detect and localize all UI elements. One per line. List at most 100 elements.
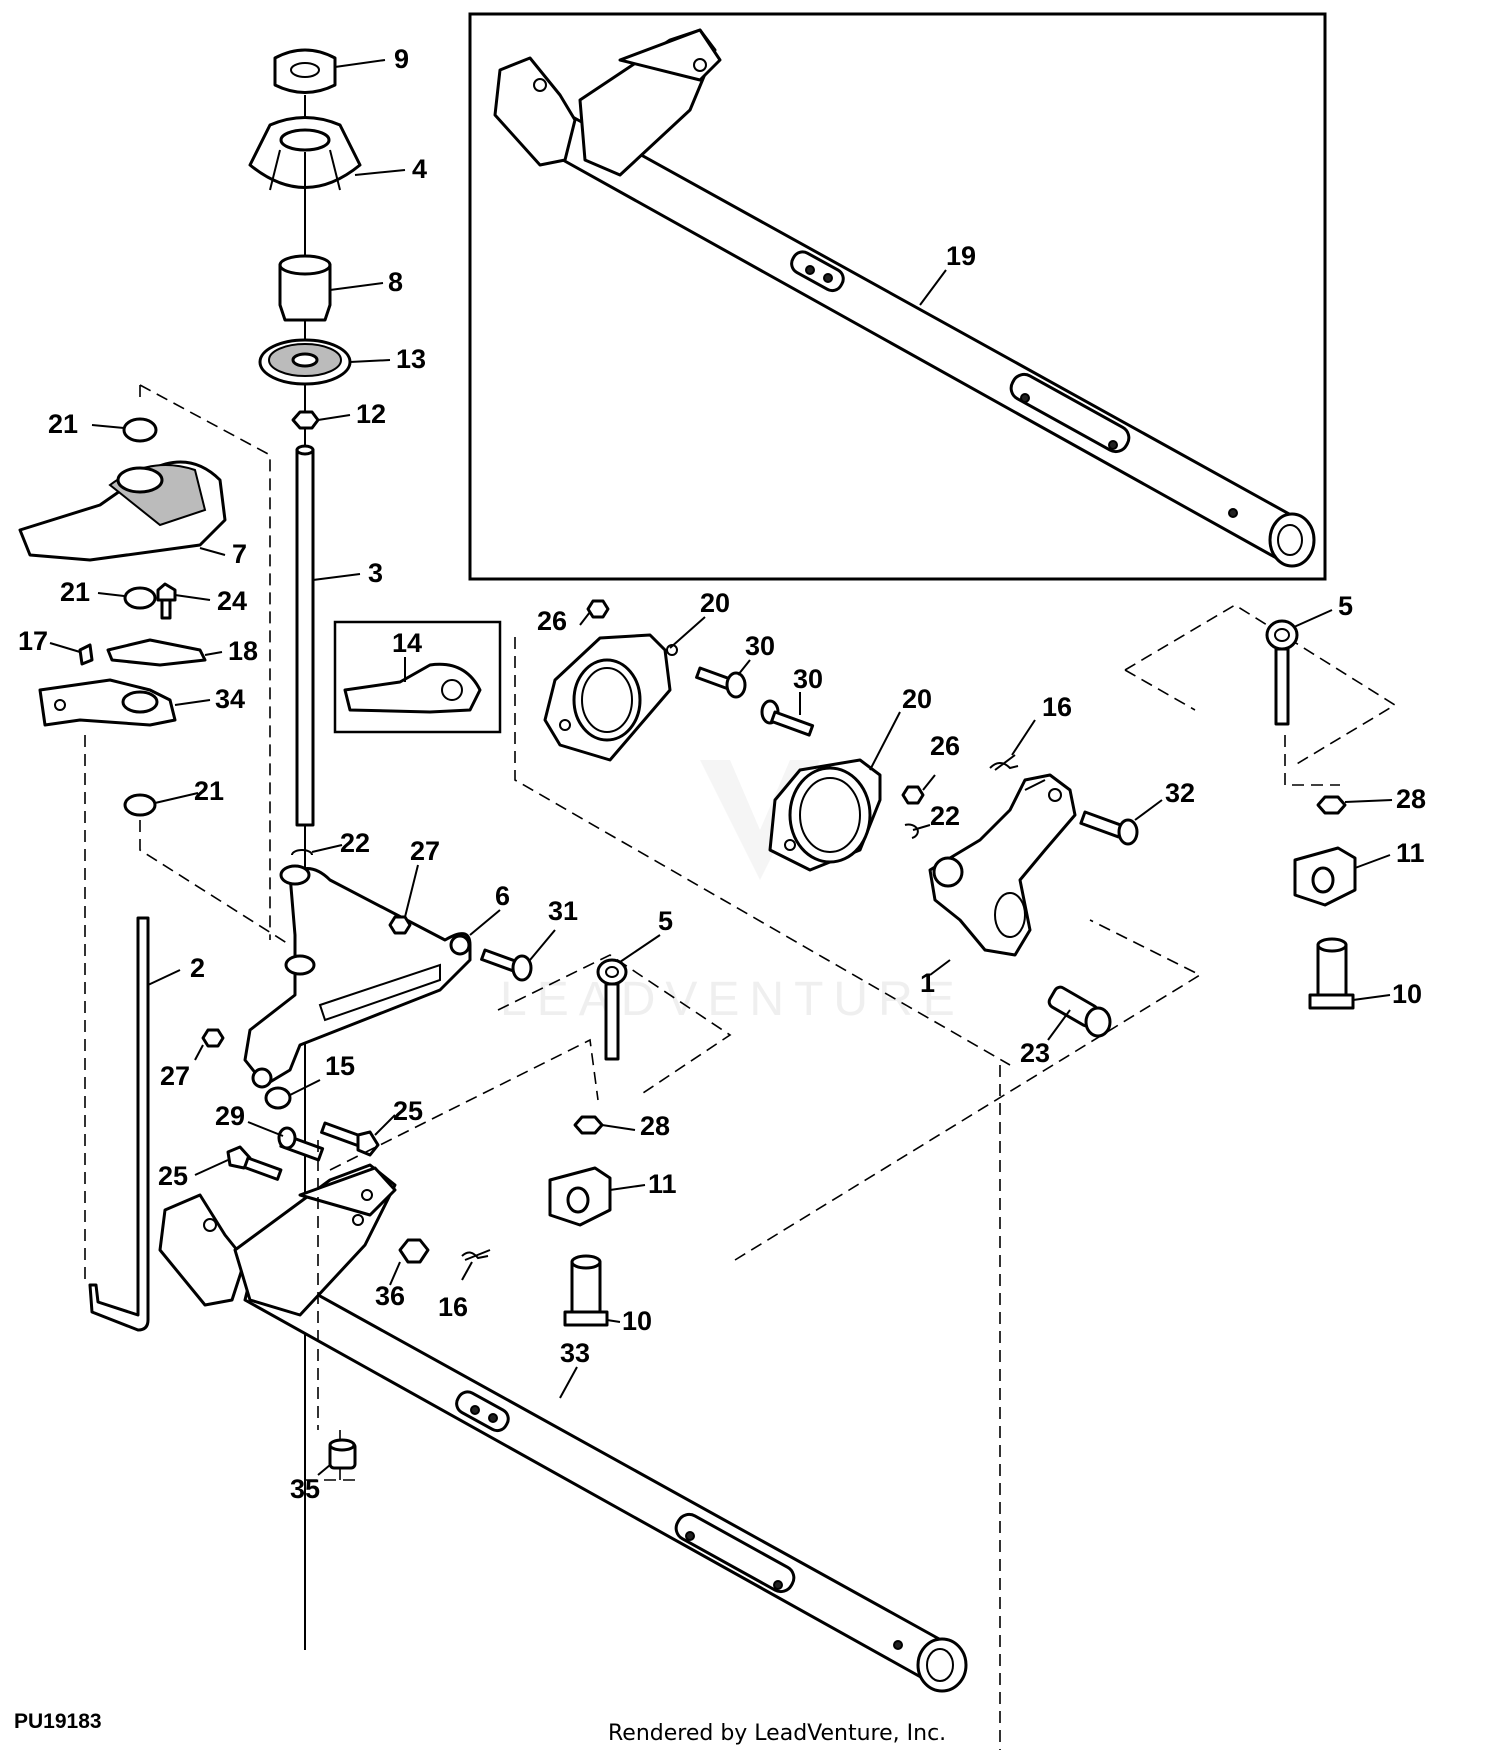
callout-11b: 11 [1396, 838, 1425, 868]
callout-4: 4 [412, 154, 427, 184]
sector-7 [18, 460, 227, 562]
callout-15: 15 [325, 1051, 355, 1081]
callout-22a: 22 [340, 828, 370, 858]
callout-1: 1 [920, 968, 935, 998]
callout-18: 18 [228, 636, 258, 666]
callout-27a: 27 [410, 836, 440, 866]
callout-19: 19 [946, 241, 976, 271]
dashed-eyebolt-frame-b [1124, 604, 1397, 786]
render-credit: Rendered by LeadVenture, Inc. [608, 1721, 946, 1746]
callout-33: 33 [560, 1338, 590, 1368]
figure-id: PU19183 [14, 1710, 102, 1733]
bushing-21b [123, 586, 157, 610]
eyebolt-5a [596, 958, 628, 1061]
callout-21c: 21 [194, 776, 224, 806]
callout-5b: 5 [1338, 591, 1353, 621]
knob-9 [273, 48, 337, 94]
nut-27b [201, 1028, 225, 1048]
nut-27a [388, 915, 412, 935]
svg-text:LEADVENTURE: LEADVENTURE [500, 973, 965, 1026]
callout-9: 9 [394, 44, 409, 74]
cap-4 [248, 116, 362, 200]
callout-32: 32 [1165, 778, 1195, 808]
nut-28b [1316, 795, 1347, 815]
callout-21a: 21 [48, 409, 78, 439]
bushing-10a [563, 1254, 609, 1327]
callout-28a: 28 [640, 1111, 670, 1141]
cotter-16b [989, 754, 1019, 771]
washer-15 [264, 1086, 292, 1110]
callout-5a: 5 [658, 906, 673, 936]
callout-26b: 26 [930, 731, 960, 761]
callout-10b: 10 [1392, 979, 1422, 1009]
rockshaft-33 [158, 1163, 968, 1693]
callout-27b: 27 [160, 1061, 190, 1091]
callout-25b: 25 [158, 1161, 188, 1191]
callout-34: 34 [215, 684, 245, 714]
hub-20b [768, 758, 882, 872]
bolt-29 [277, 1126, 325, 1162]
callout-10a: 10 [622, 1306, 652, 1336]
callout-13: 13 [396, 344, 426, 374]
nut-12 [291, 410, 320, 430]
dashed-right-frame [514, 637, 1202, 1750]
bolt-30b [760, 699, 815, 737]
leadventure-watermark: LEADVENTURE [500, 760, 965, 1026]
bolt-25b [226, 1145, 283, 1181]
nut-28a [573, 1115, 604, 1135]
callout-2: 2 [190, 953, 205, 983]
pin-23 [1047, 985, 1112, 1038]
callout-20b: 20 [902, 684, 932, 714]
callout-26a: 26 [537, 606, 567, 636]
lever-34 [38, 678, 177, 727]
arm-1 [928, 773, 1077, 957]
callout-28b: 28 [1396, 784, 1426, 814]
bolt-24 [156, 582, 177, 620]
coupler-8 [278, 254, 332, 322]
callout-11a: 11 [648, 1169, 677, 1199]
spring-18 [106, 638, 207, 667]
callout-23: 23 [1020, 1038, 1050, 1068]
cotter-16a [461, 1249, 491, 1261]
nut-36 [398, 1238, 430, 1264]
spring-17 [78, 643, 94, 666]
callout-8: 8 [388, 267, 403, 297]
disc-13 [258, 338, 352, 386]
callout-22b: 22 [930, 801, 960, 831]
clip-22b [904, 823, 919, 839]
callout-25a: 25 [393, 1096, 423, 1126]
callout-17: 17 [18, 626, 48, 656]
callout-16b: 16 [1042, 692, 1072, 722]
callout-7: 7 [232, 539, 247, 569]
inset-box-14 [333, 620, 502, 734]
bolt-30a [695, 666, 747, 699]
bracket-6 [243, 864, 472, 1089]
callout-16a: 16 [438, 1292, 468, 1322]
callout-31: 31 [548, 896, 578, 926]
callout-6: 6 [495, 881, 510, 911]
callout-14: 14 [392, 628, 422, 658]
callout-35: 35 [290, 1474, 320, 1504]
bushing-10b [1308, 937, 1355, 1010]
nut-26a [586, 599, 610, 619]
callout-36: 36 [375, 1281, 405, 1311]
callout-24: 24 [217, 586, 247, 616]
inset-box-19 [468, 12, 1327, 581]
callout-21b: 21 [60, 577, 90, 607]
dashed-eyebolt-frame-a [497, 954, 732, 1096]
callout-3: 3 [368, 558, 383, 588]
bushing-21a [122, 417, 158, 443]
callout-30b: 30 [793, 664, 823, 694]
clip-22a [291, 849, 313, 856]
shaft-3 [295, 444, 315, 827]
hub-20a [543, 633, 678, 762]
bolt-31 [480, 948, 533, 982]
block-11a [548, 1166, 612, 1227]
callout-12: 12 [356, 399, 386, 429]
bolt-32 [1079, 810, 1139, 846]
callout-29: 29 [215, 1101, 245, 1131]
callout-30a: 30 [745, 631, 775, 661]
eyebolt-5b [1265, 619, 1299, 726]
rod-2 [88, 916, 150, 1332]
